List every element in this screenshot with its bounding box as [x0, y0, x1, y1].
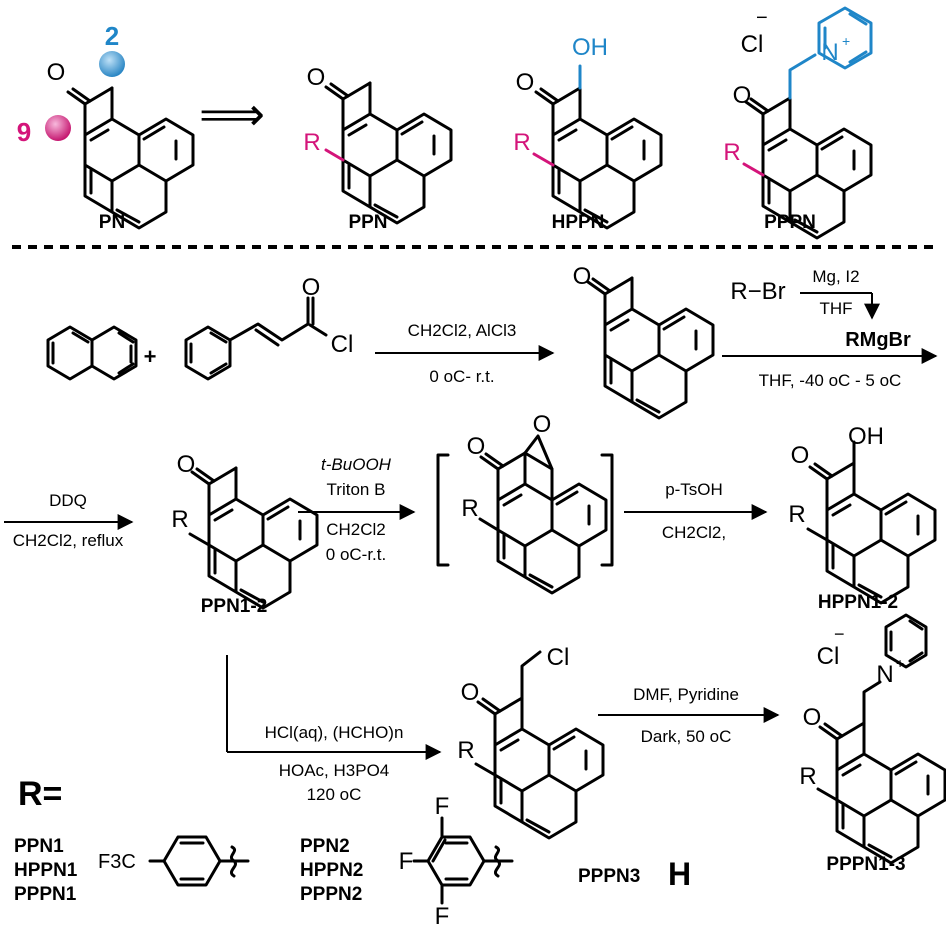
hydroxyl-group: OH: [572, 34, 608, 61]
svg-text:O: O: [467, 433, 486, 460]
retrosynthesis-arrow: ⟹: [199, 88, 265, 140]
r-group-2-names: PPN2 HPPN2 PPPN2: [300, 836, 363, 905]
r-group: R: [513, 129, 530, 156]
svg-text:HPPN2: HPPN2: [300, 860, 363, 881]
r-group: R: [723, 139, 740, 166]
r-group: R: [788, 501, 805, 528]
structure-hppn: O OH R HPPN: [513, 34, 661, 233]
hydroxyl-group: OH: [848, 423, 884, 450]
n-charge: +: [896, 655, 904, 671]
step4-oxidant: t-BuOOH: [321, 455, 392, 474]
step2-conditions: THF, -40 oC - 5 oC: [759, 371, 902, 390]
r-group-2-aryl: [412, 816, 514, 905]
pyridinium-n: N: [876, 661, 893, 688]
r-group-1-aryl: [148, 835, 250, 887]
grignard-product: RMgBr: [845, 329, 911, 351]
svg-text:O: O: [461, 679, 480, 706]
step3-reagent: DDQ: [49, 491, 87, 510]
acyl-chlorine: Cl: [331, 331, 354, 358]
svg-text:O: O: [791, 442, 810, 469]
grignard-conditions: Mg, I2: [812, 267, 859, 286]
position-2-marker: [99, 51, 125, 77]
step4-base: Triton B: [327, 480, 386, 499]
step1-reagents: CH2Cl2, AlCl3: [408, 321, 517, 340]
svg-text:HPPN1: HPPN1: [14, 860, 78, 881]
step3-conditions: CH2Cl2, reflux: [13, 531, 124, 550]
structure-ppn: O R PPN: [303, 64, 451, 233]
r-group: R: [799, 763, 816, 790]
step6-temperature: 120 oC: [307, 785, 362, 804]
step6-reagents: HCl(aq), (HCHO)n: [265, 723, 404, 742]
step7-conditions: Dark, 50 oC: [641, 727, 732, 746]
atom-o: O: [47, 59, 66, 86]
pppn-label: PPPN: [764, 212, 816, 233]
fluoro-substituent: F: [435, 903, 450, 930]
cinnamoyl-chloride: [184, 296, 328, 381]
step5-acid: p-TsOH: [665, 480, 723, 499]
naphthalene: [46, 325, 138, 381]
svg-text:O: O: [307, 64, 326, 91]
r-group: R: [461, 495, 478, 522]
structure-ppn1-2: [188, 468, 317, 608]
cl-charge: −: [756, 7, 768, 29]
position-2-label: 2: [105, 21, 119, 51]
hppn-label: HPPN: [552, 212, 605, 233]
step4-temperature: 0 oC-r.t.: [326, 545, 386, 564]
structure-hppn1-2: [806, 440, 935, 603]
position-9-label: 9: [17, 117, 31, 147]
step7-reagents: DMF, Pyridine: [633, 685, 739, 704]
step1-temperature: 0 oC- r.t.: [429, 367, 494, 386]
trifluoromethyl-group: F3C: [98, 851, 136, 873]
chloride-counterion: Cl: [741, 31, 764, 58]
pyridinium-n: N: [821, 39, 838, 66]
r-group-3-name: PPPN3: [578, 866, 640, 887]
structure-pppn: O R N + Cl − PPPN: [723, 6, 873, 238]
pppn1-3-label: PPPN1-3: [826, 854, 905, 875]
r-group-1-names: PPN1 HPPN1 PPPN1: [14, 836, 78, 905]
n-charge: +: [842, 33, 850, 49]
svg-text:O: O: [177, 451, 196, 478]
epoxide-intermediate: [436, 434, 614, 595]
fluoro-substituent: F: [435, 793, 450, 820]
chloride-counterion: Cl: [817, 643, 840, 670]
acyl-oxygen: O: [302, 274, 321, 301]
step4-solvent: CH2Cl2: [326, 520, 386, 539]
svg-text:O: O: [733, 82, 752, 109]
bromide-reagent: R−Br: [730, 278, 785, 305]
r-group: R: [303, 129, 320, 156]
structure-pn: O 2 9 PN: [17, 21, 193, 233]
hydrogen-substituent: H: [668, 856, 691, 892]
fluoro-substituent: F: [399, 848, 414, 875]
ppn-label: PPN: [348, 212, 387, 233]
grignard-solvent: THF: [819, 299, 852, 318]
svg-text:O: O: [573, 263, 592, 290]
svg-text:O: O: [516, 69, 535, 96]
position-9-marker: [45, 115, 71, 141]
step5-solvent: CH2Cl2,: [662, 523, 726, 542]
phenalenone-product: [588, 278, 713, 418]
ppn1-2-label: PPN1-2: [201, 596, 268, 617]
svg-text:PPN1: PPN1: [14, 836, 64, 857]
chloromethyl-intermediate: [474, 650, 603, 838]
svg-text:PPPN1: PPPN1: [14, 884, 77, 905]
svg-text:PPPN2: PPPN2: [300, 884, 362, 905]
epoxide-oxygen: O: [533, 411, 552, 438]
pn-label: PN: [99, 212, 125, 233]
r-groups-title: R=: [18, 775, 62, 813]
r-group: R: [457, 737, 474, 764]
svg-text:PPN2: PPN2: [300, 836, 350, 857]
svg-text:O: O: [803, 704, 822, 731]
hppn1-2-label: HPPN1-2: [818, 592, 898, 613]
plus-sign: +: [144, 344, 157, 369]
chloro-group: Cl: [547, 644, 570, 671]
structure-pppn1-3: [816, 613, 945, 863]
step6-acids: HOAc, H3PO4: [279, 761, 390, 780]
r-group: R: [171, 506, 188, 533]
cl-charge: −: [834, 624, 845, 644]
